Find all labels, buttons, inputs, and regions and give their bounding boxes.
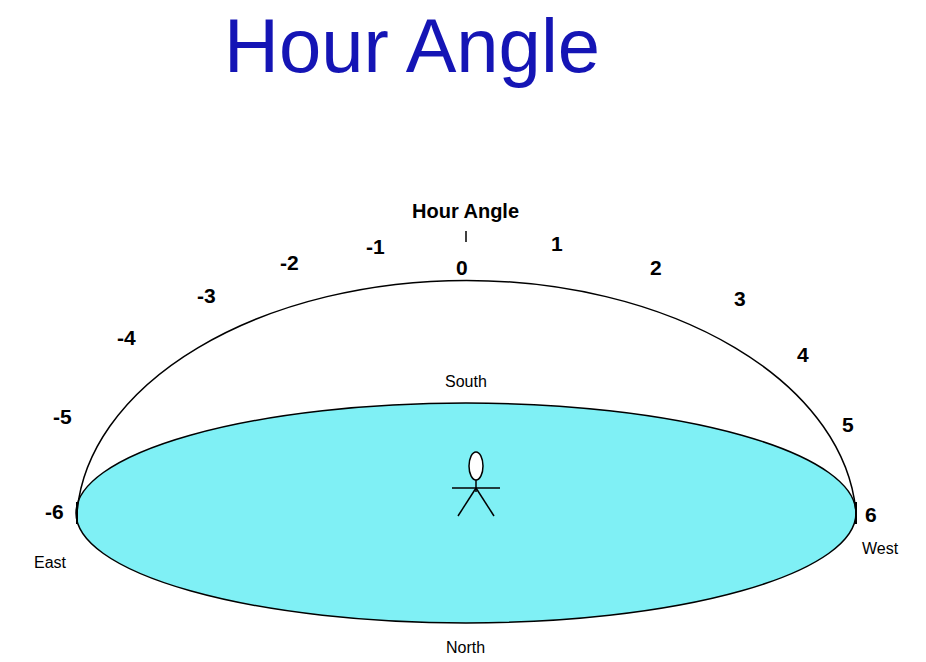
- hour-number: 0: [453, 256, 471, 279]
- sky-arc: [77, 280, 856, 513]
- meridian-tick: [465, 231, 467, 242]
- hour-number: 2: [650, 256, 662, 279]
- hour-number: -2: [280, 251, 299, 274]
- east-tick: [76, 502, 78, 524]
- hour-number: -1: [366, 235, 385, 258]
- hour-number: 4: [797, 343, 809, 366]
- direction-label: North: [446, 639, 485, 657]
- hour-number: -3: [197, 284, 216, 307]
- west-tick: [855, 502, 857, 524]
- direction-label: West: [862, 540, 898, 558]
- hour-number: -5: [53, 405, 72, 428]
- page-title: Hour Angle: [224, 4, 600, 88]
- hour-number: 6: [865, 503, 877, 526]
- direction-label: South: [445, 373, 487, 391]
- hour-number: 3: [734, 287, 746, 310]
- hour-number: 1: [551, 232, 563, 255]
- hour-number: 5: [842, 413, 854, 436]
- stick-figure: [452, 452, 500, 516]
- direction-label: East: [34, 554, 66, 572]
- horizon-plane: [76, 403, 856, 623]
- axis-title: Hour Angle: [412, 200, 519, 222]
- hour-number: -6: [45, 500, 64, 523]
- hour-number: -4: [117, 326, 136, 349]
